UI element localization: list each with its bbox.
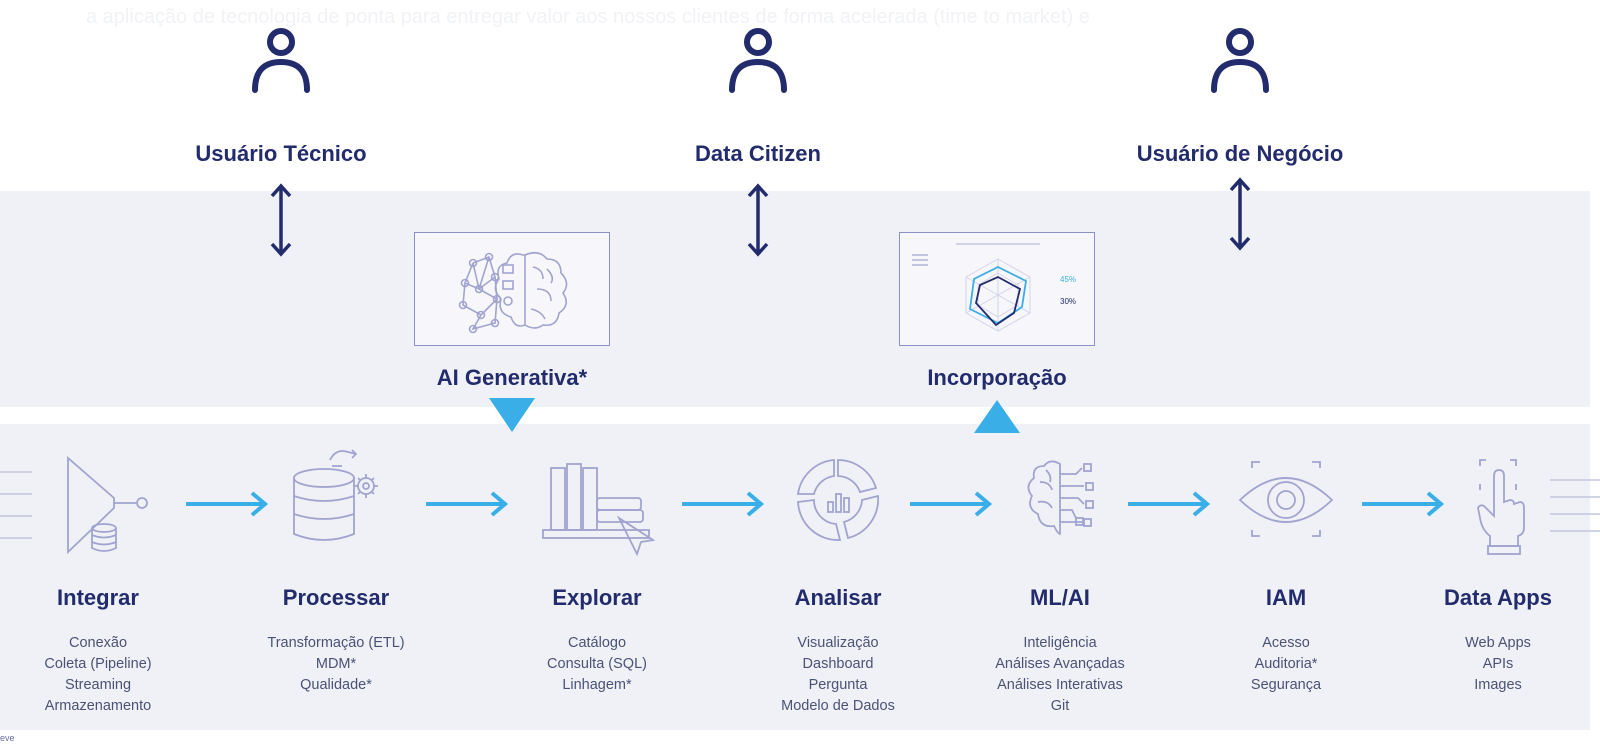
eye-scan-icon — [1238, 461, 1334, 537]
flow-arrow-icon — [1128, 491, 1211, 517]
step-item: Conexão — [68, 635, 128, 651]
step-item: Dashboard — [802, 656, 874, 672]
brain-circuit-icon — [1027, 460, 1094, 535]
step-item: Consulta (SQL) — [547, 656, 647, 672]
step-item: Auditoria* — [1254, 656, 1318, 672]
feature-label: Incorporação — [927, 365, 1067, 390]
radar-chart-icon: 45% 30% — [912, 243, 1076, 332]
right-lines-decoration — [1550, 479, 1600, 532]
step-item: Qualidade* — [300, 677, 372, 693]
flow-arrow-icon — [910, 491, 993, 517]
step-item: Armazenamento — [44, 698, 152, 714]
step-items: Inteligência Análises Avançadas Análises… — [940, 633, 1180, 717]
step-title: IAM — [1265, 585, 1307, 610]
radar-value-label: 30% — [1060, 297, 1076, 306]
radar-value-label: 45% — [1060, 275, 1076, 284]
step-title: Data Apps — [1444, 585, 1552, 610]
database-gear-icon — [293, 449, 378, 541]
step-item: Web Apps — [1465, 635, 1531, 651]
feature-label: AI Generativa* — [436, 365, 588, 390]
double-arrow-icon — [1229, 177, 1251, 251]
step-item: Análises Interativas — [997, 677, 1123, 693]
person-icon — [252, 28, 310, 93]
step-title: Explorar — [552, 585, 642, 610]
feature-image-box: 45% 30% — [899, 232, 1095, 346]
donut-chart-icon — [796, 459, 879, 541]
step-items: Acesso Auditoria* Segurança — [1166, 633, 1406, 696]
step-item: Linhagem* — [562, 677, 632, 693]
persona-label: Usuário Técnico — [195, 141, 367, 166]
step-items: Catálogo Consulta (SQL) Linhagem* — [477, 633, 717, 696]
step-item: Acesso — [1262, 635, 1310, 651]
step-item: Git — [1050, 698, 1070, 714]
double-arrow-icon — [747, 183, 769, 257]
flow-arrow-icon — [1362, 491, 1445, 517]
step-item: Pergunta — [808, 677, 868, 693]
person-icon — [1211, 28, 1269, 93]
top-band — [0, 191, 1590, 407]
step-title: Processar — [282, 585, 390, 610]
step-item: Images — [1474, 677, 1522, 693]
step-title: Integrar — [57, 585, 139, 610]
step-item: Transformação (ETL) — [267, 635, 405, 651]
funnel-database-icon — [67, 456, 148, 555]
step-item: Streaming — [64, 677, 132, 693]
step-item: Catálogo — [567, 635, 627, 651]
step-item: Segurança — [1250, 677, 1322, 693]
flow-arrow-icon — [682, 491, 765, 517]
hand-touch-icon — [1477, 459, 1525, 555]
triangle-down-icon — [489, 398, 535, 432]
flow-arrow-icon — [186, 491, 269, 517]
bottom-band — [0, 424, 1590, 730]
faded-heading-text: a aplicação de tecnologia de ponta para … — [86, 6, 1090, 28]
triangle-up-icon — [974, 400, 1020, 433]
step-items: Web Apps APIs Images — [1378, 633, 1600, 696]
step-item: Visualização — [797, 635, 879, 651]
step-item: APIs — [1482, 656, 1514, 672]
feature-image-box — [414, 232, 610, 346]
double-arrow-icon — [270, 183, 292, 257]
step-item: Coleta (Pipeline) — [44, 656, 152, 672]
step-items: Visualização Dashboard Pergunta Modelo d… — [718, 633, 958, 717]
step-item: MDM* — [315, 656, 357, 672]
step-item: Inteligência — [1023, 635, 1097, 651]
step-items: Transformação (ETL) MDM* Qualidade* — [216, 633, 456, 696]
person-icon — [729, 28, 787, 93]
step-items: Conexão Coleta (Pipeline) Streaming Arma… — [0, 633, 218, 717]
footer-note: eve — [0, 733, 15, 743]
books-cursor-icon — [542, 463, 655, 557]
left-lines-decoration — [0, 471, 32, 539]
persona-label: Usuário de Negócio — [1136, 141, 1344, 166]
step-item: Análises Avançadas — [995, 656, 1125, 672]
step-title: ML/AI — [1030, 585, 1090, 610]
step-title: Analisar — [794, 585, 882, 610]
flow-arrow-icon — [426, 491, 509, 517]
persona-label: Data Citizen — [695, 141, 821, 166]
brain-network-icon — [458, 251, 568, 334]
step-item: Modelo de Dados — [781, 698, 895, 714]
